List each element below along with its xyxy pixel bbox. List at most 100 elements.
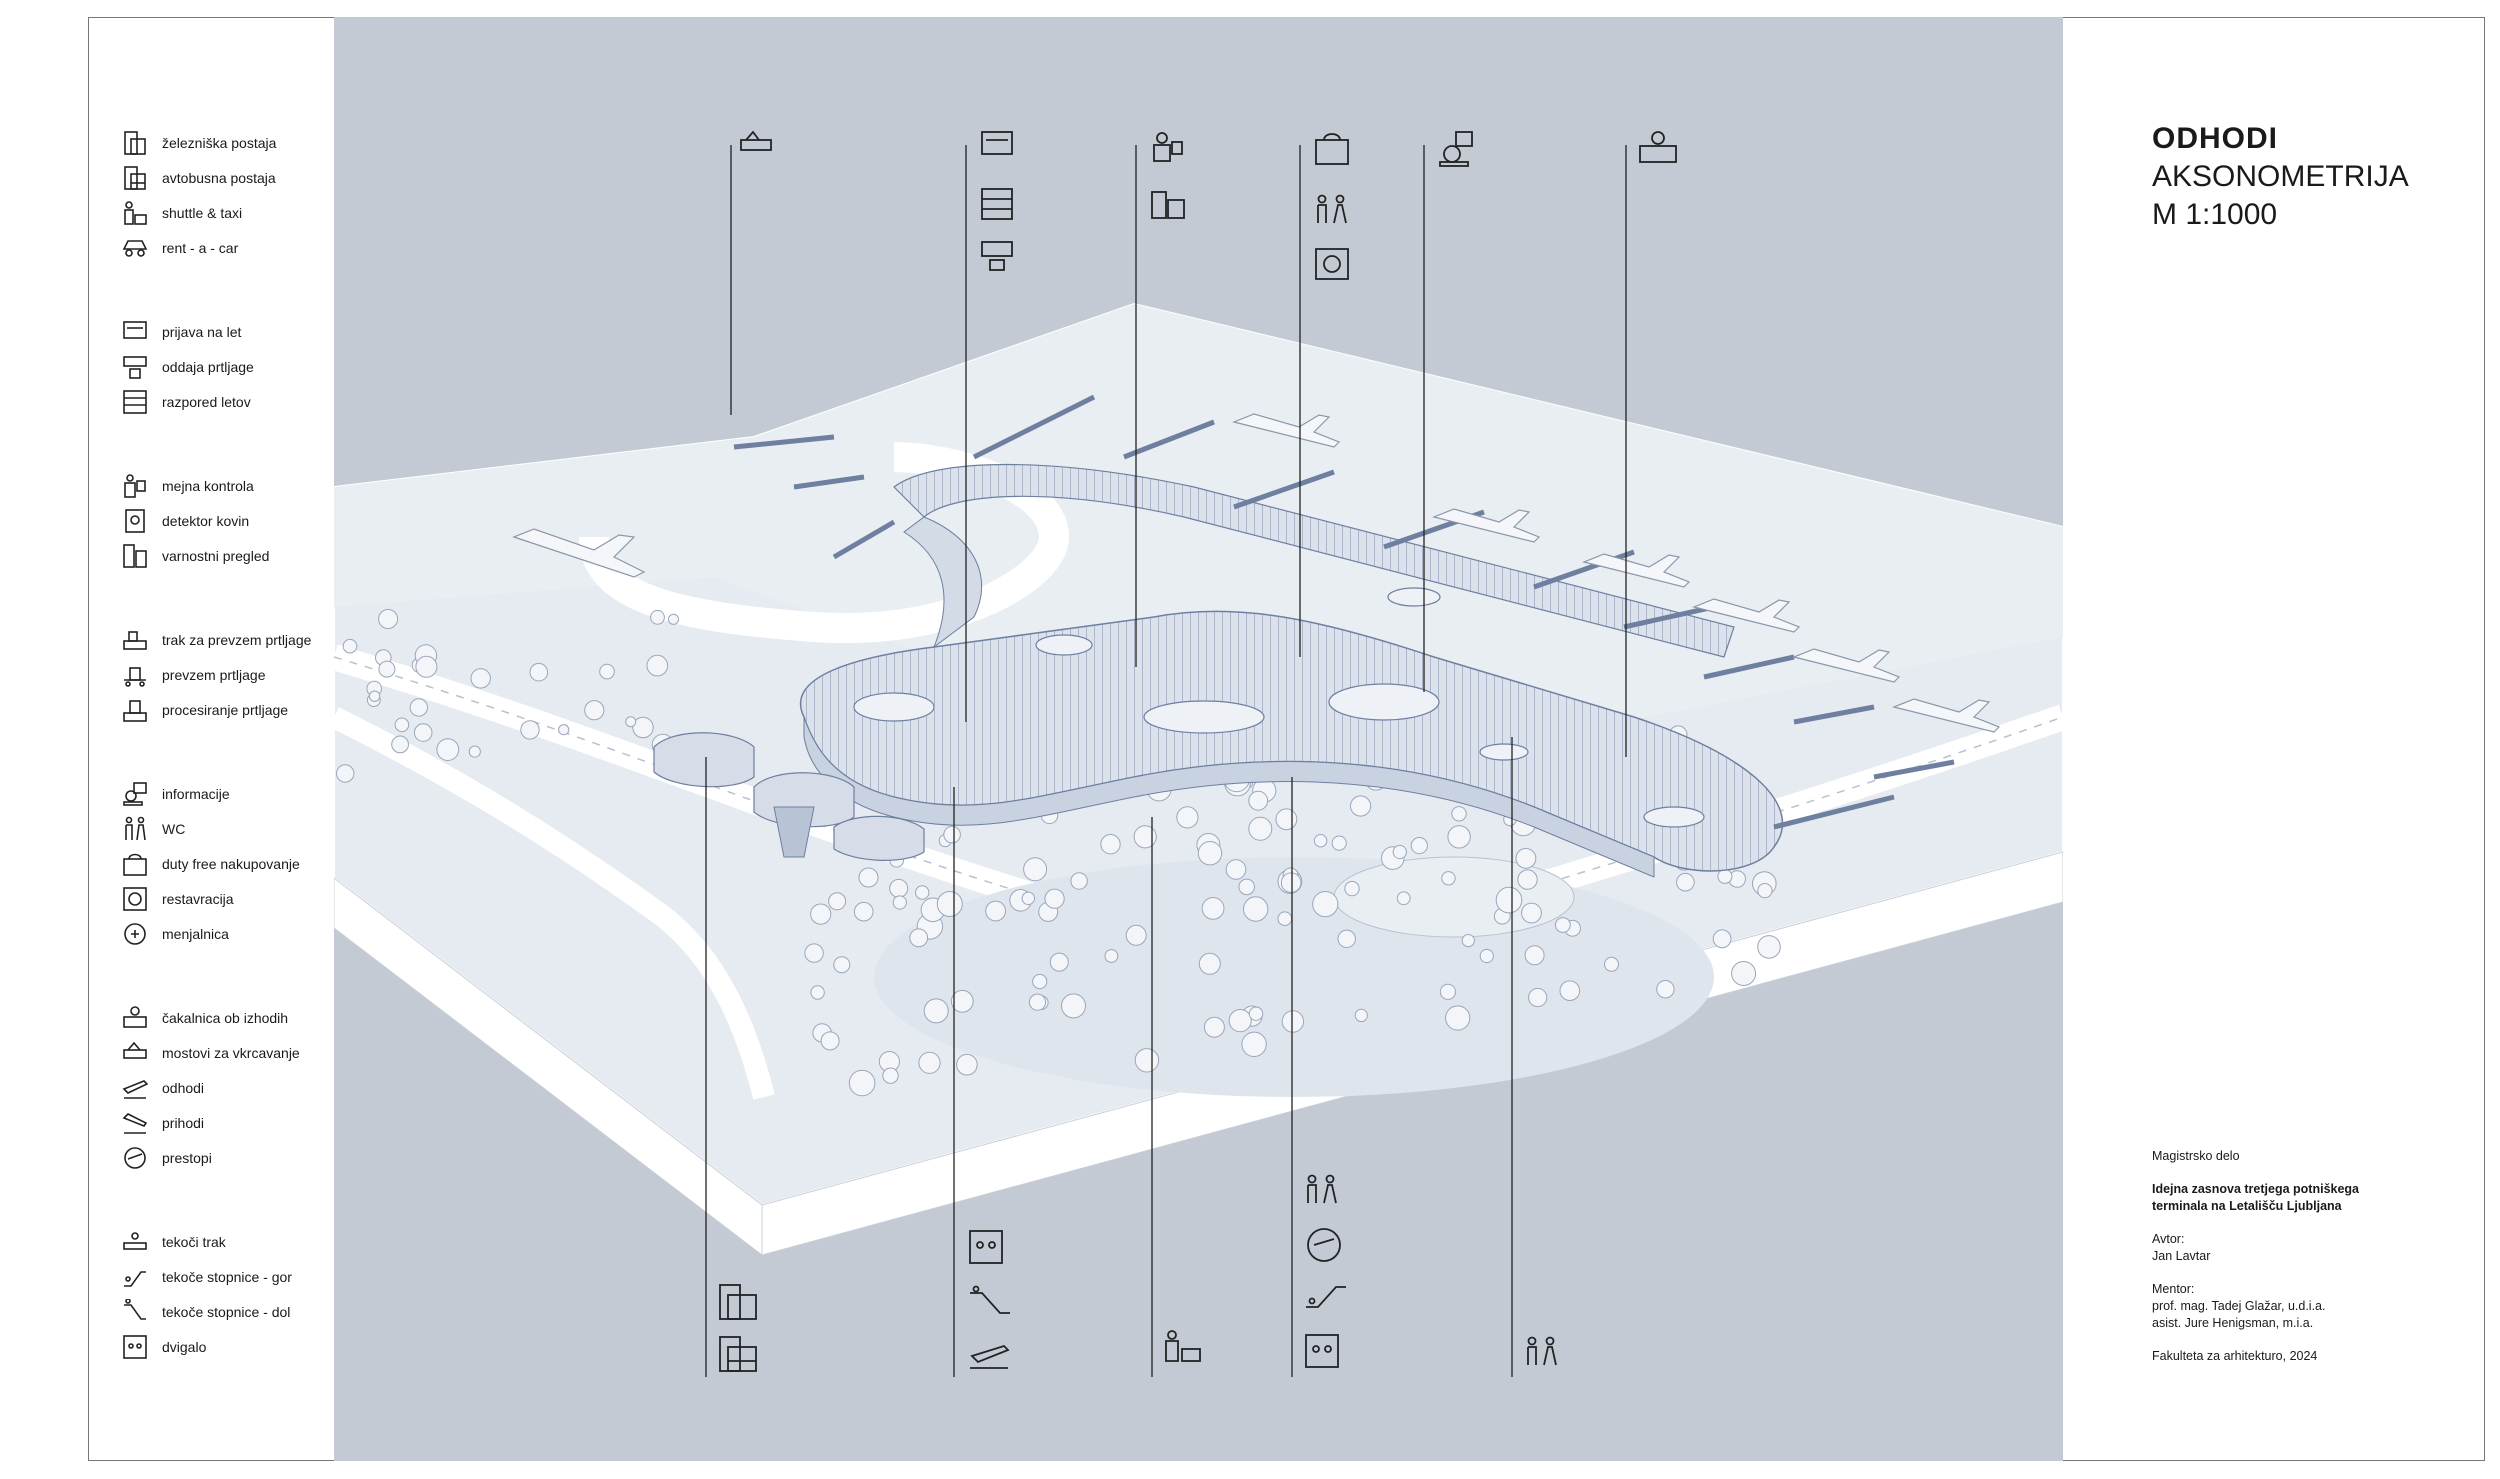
tree: [1396, 891, 1411, 906]
access-road: [334, 707, 775, 1100]
border-control-icon: [122, 473, 148, 499]
tree: [599, 663, 615, 680]
tree: [1100, 834, 1121, 855]
wc-icon: [1317, 194, 1347, 224]
legend-item: mejna kontrola: [122, 468, 322, 503]
legend-label: trak za prevzem prtljage: [162, 631, 312, 648]
tree: [470, 668, 491, 689]
tree: [1225, 859, 1247, 880]
tree: [1350, 795, 1372, 817]
tree: [391, 735, 409, 754]
escalator-up-icon: [122, 1264, 148, 1290]
tree: [1447, 825, 1471, 849]
tree: [1313, 834, 1328, 848]
tree: [632, 716, 654, 739]
tree: [1125, 924, 1147, 946]
flight-board-icon: [122, 389, 148, 415]
leader-lines: [705, 145, 1627, 1377]
baggage-belt-icon: [122, 627, 148, 653]
tree: [1203, 1016, 1225, 1038]
tree: [858, 867, 879, 888]
legend-item: mostovi za vkrcavanje: [122, 1035, 322, 1070]
legend-item: avtobusna postaja: [122, 160, 322, 195]
tower-funnel: [773, 806, 815, 858]
tree: [882, 1067, 899, 1084]
tree: [1451, 806, 1467, 822]
legend-label: rent - a - car: [162, 239, 239, 256]
legend-label: mostovi za vkrcavanje: [162, 1044, 300, 1061]
legend-label: detektor kovin: [162, 512, 250, 529]
tree: [1049, 952, 1069, 972]
tree: [625, 716, 637, 728]
flight-board-icon: [981, 188, 1013, 220]
tree: [336, 764, 355, 783]
mentor-1: prof. mag. Tadej Glažar, u.d.i.a.: [2152, 1299, 2326, 1313]
elevator-icon-2: [1305, 1334, 1339, 1368]
legend-item: prijava na let: [122, 314, 322, 349]
train-station-icon: [122, 130, 148, 156]
drawing-scale: M 1:1000: [2152, 198, 2278, 231]
information-icon: [122, 781, 148, 807]
legend-label: informacije: [162, 785, 230, 802]
baggage-drop-icon: [122, 354, 148, 380]
legend-label: avtobusna postaja: [162, 169, 276, 186]
tree: [892, 895, 907, 910]
drawing-title: ODHODI: [2152, 122, 2278, 155]
departures-icon: [970, 1344, 1010, 1369]
thesis-type: Magistrsko delo: [2152, 1149, 2240, 1163]
interior-courtyards: [853, 587, 1705, 828]
legend-item: WC: [122, 811, 322, 846]
legend-item: menjalnica: [122, 916, 322, 951]
tree: [1676, 872, 1695, 892]
restaurant-icon: [122, 886, 148, 912]
legend-label: čakalnica ob izhodih: [162, 1009, 289, 1026]
tree: [1228, 1009, 1252, 1033]
tree: [1032, 973, 1048, 990]
gate-lounge-icon: [122, 1005, 148, 1031]
tree: [848, 1069, 876, 1097]
tree: [1731, 961, 1757, 986]
pier-link: [903, 516, 983, 649]
legend-label: odhodi: [162, 1079, 205, 1096]
wc-icon-3: [1527, 1336, 1557, 1366]
tree: [1717, 868, 1733, 884]
thesis-title-line-2: terminala na Letališču Ljubljana: [2152, 1199, 2342, 1213]
escalator-down-icon: [1306, 1286, 1346, 1308]
tree: [1331, 835, 1347, 851]
legend-item: tekoče stopnice - dol: [122, 1294, 322, 1329]
legend-label: razpored letov: [162, 393, 251, 410]
tree: [915, 885, 930, 900]
security-check-icon: [1151, 191, 1185, 219]
author-name: Jan Lavtar: [2152, 1249, 2211, 1263]
tree: [1524, 945, 1545, 966]
legend-item: prestopi: [122, 1140, 322, 1175]
baggage-claim-icon: [122, 662, 148, 688]
tree: [889, 878, 909, 898]
tree: [1410, 837, 1428, 855]
credits-block: Magistrsko delo Idejna zasnova tretjega …: [2152, 1148, 2452, 1365]
tree: [956, 1053, 978, 1076]
tree: [1176, 806, 1199, 829]
tree: [1515, 848, 1537, 869]
gate-lounge-icon: [1639, 131, 1677, 163]
tree: [1070, 872, 1088, 890]
legend-item: procesiranje prtljage: [122, 692, 322, 727]
tree: [529, 662, 549, 682]
moving-walkway-icon: [122, 1229, 148, 1255]
legend-label: tekoče stopnice - dol: [162, 1303, 291, 1320]
legend-label: tekoči trak: [162, 1233, 226, 1250]
tree: [1521, 902, 1542, 924]
tree: [368, 690, 381, 702]
tree: [923, 998, 949, 1024]
tree: [1238, 878, 1256, 896]
tree: [1281, 1010, 1305, 1033]
tree: [1555, 917, 1571, 933]
tree: [436, 738, 460, 761]
transfers-icon: [122, 1145, 148, 1171]
wc-icon: [122, 816, 148, 842]
